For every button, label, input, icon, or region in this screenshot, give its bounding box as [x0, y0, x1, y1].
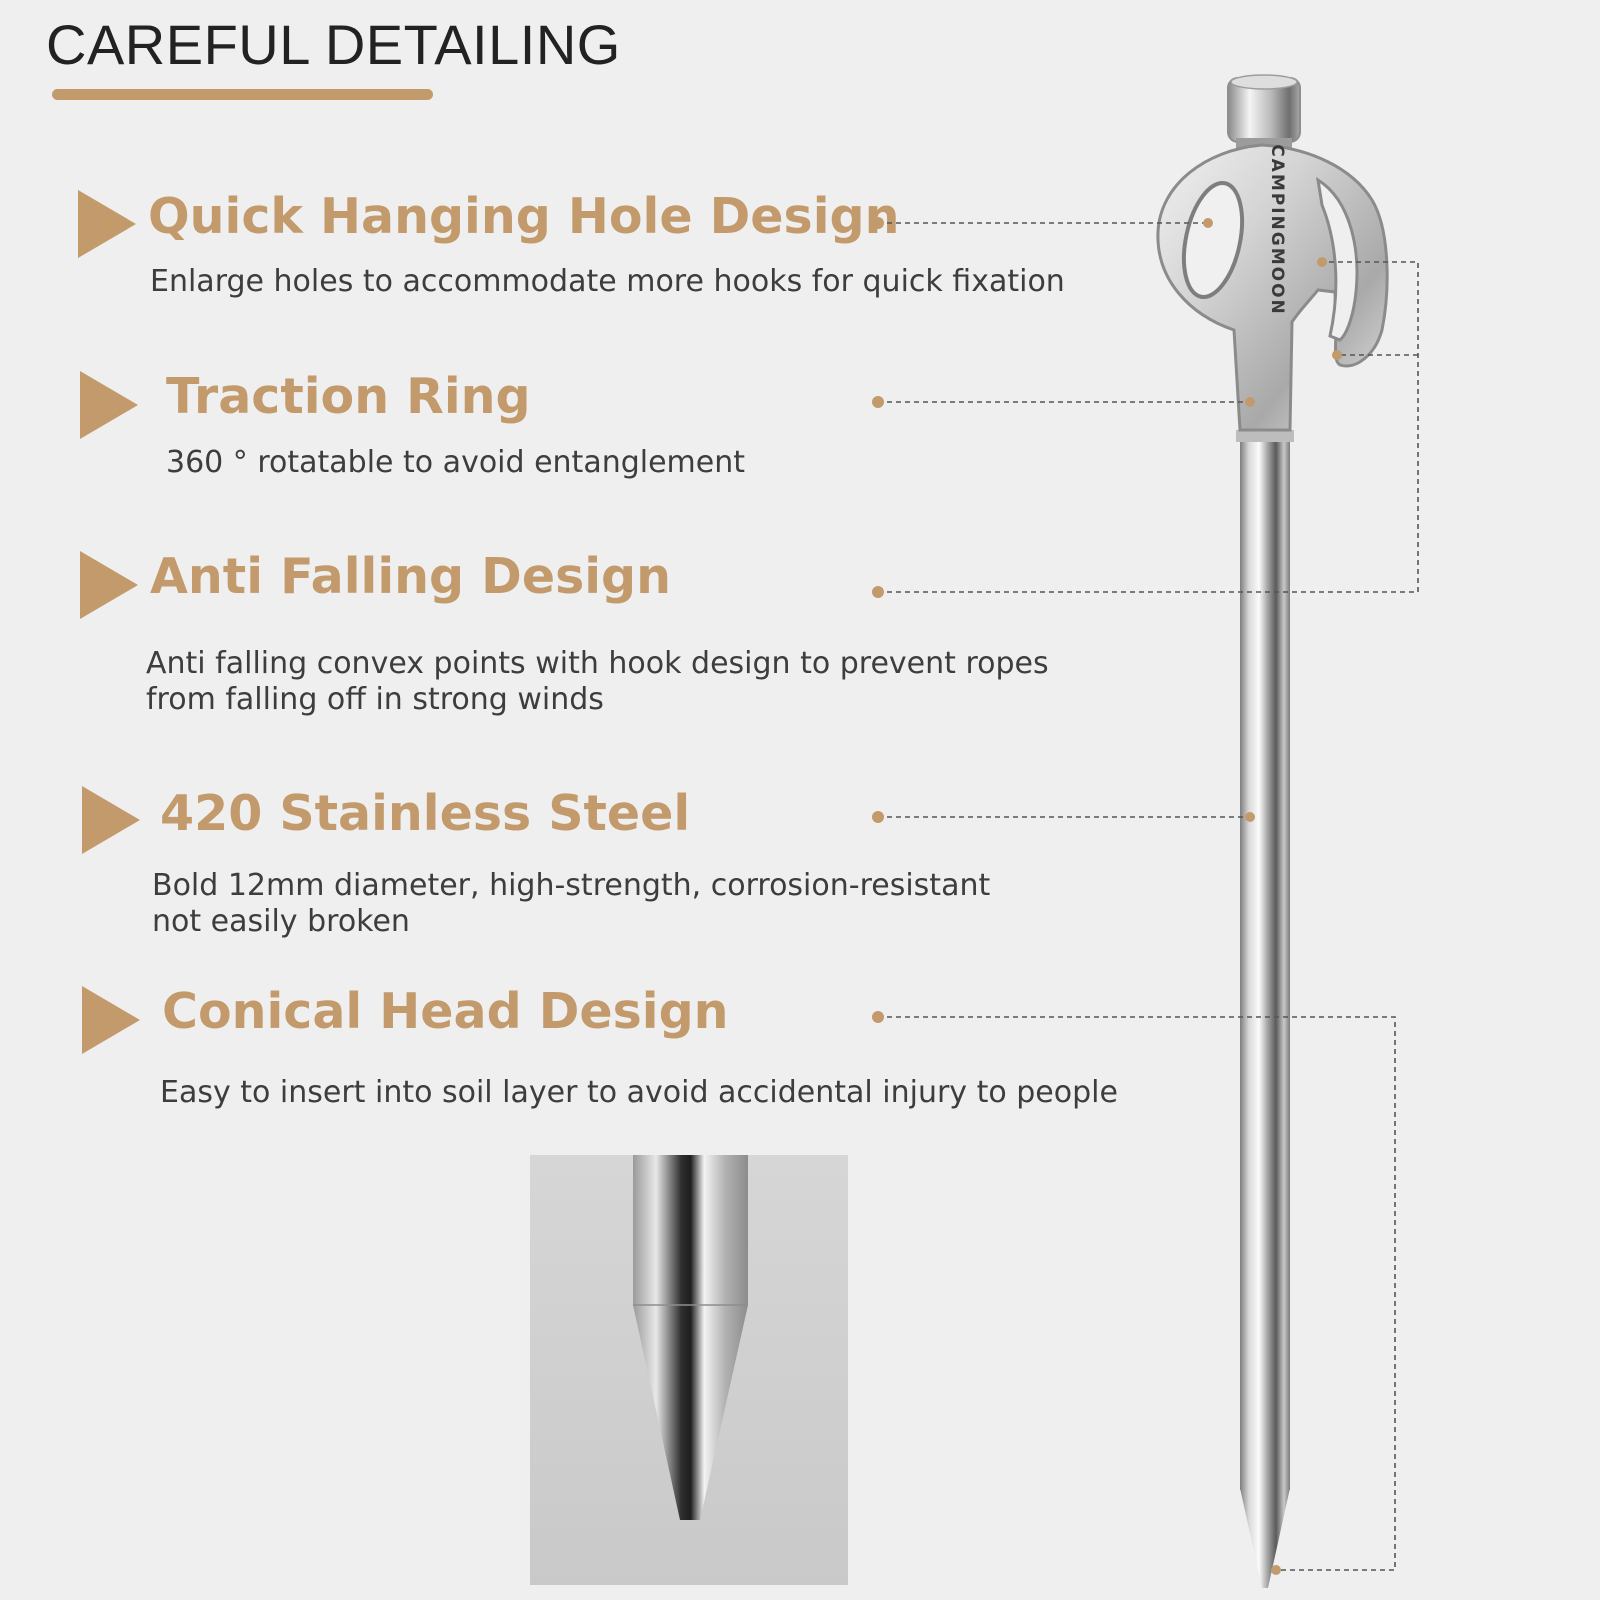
feature-desc-stainless-steel: Bold 12mm diameter, high-strength, corro…: [152, 868, 990, 940]
title-underline: [52, 89, 433, 100]
feature-desc-line: Enlarge holes to accommodate more hooks …: [150, 264, 1065, 299]
leader-dot: [872, 586, 884, 598]
feature-arrow-icon: [82, 786, 140, 854]
stake-head: CAMPINGMOON: [1156, 143, 1389, 432]
feature-title-stainless-steel: 420 Stainless Steel: [160, 785, 691, 842]
feature-arrow-icon: [80, 551, 138, 619]
tip-closeup-panel: [530, 1155, 848, 1585]
feature-desc-anti-falling: Anti falling convex points with hook des…: [146, 646, 1049, 718]
stake-cap: [1227, 74, 1301, 154]
leader-dot: [1317, 257, 1327, 267]
feature-desc-traction-ring: 360 ° rotatable to avoid entanglement: [166, 445, 745, 481]
leader-dot: [872, 1011, 884, 1023]
feature-arrow-icon: [80, 371, 138, 439]
feature-desc-line: Easy to insert into soil layer to avoid …: [160, 1075, 1118, 1110]
leader-line-conical-head: [878, 1016, 1396, 1571]
leader-dot: [872, 396, 884, 408]
stake-rod: [1236, 430, 1294, 1588]
leader-dot: [1271, 1565, 1281, 1575]
leader-line-anti-falling: [878, 261, 1419, 593]
feature-title-conical-head: Conical Head Design: [162, 983, 729, 1040]
leader-dots: [872, 217, 1342, 1575]
feature-desc-line: Anti falling convex points with hook des…: [146, 646, 1049, 681]
leader-dot: [1245, 812, 1255, 822]
feature-desc-line: from falling off in strong winds: [146, 682, 604, 717]
leader-dot: [1332, 350, 1342, 360]
feature-desc-line: 360 ° rotatable to avoid entanglement: [166, 445, 746, 480]
feature-desc-conical-head: Easy to insert into soil layer to avoid …: [160, 1075, 1118, 1111]
feature-title-quick-hanging-hole: Quick Hanging Hole Design: [148, 188, 900, 245]
feature-arrow-icon: [82, 986, 140, 1054]
leader-dot: [1203, 218, 1213, 228]
feature-title-anti-falling: Anti Falling Design: [150, 548, 671, 605]
feature-desc-line: not easily broken: [152, 904, 410, 939]
feature-desc-quick-hanging-hole: Enlarge holes to accommodate more hooks …: [150, 264, 1065, 300]
leader-lines: [878, 222, 1419, 1571]
page-title: CAREFUL DETAILING: [46, 13, 621, 76]
leader-dot: [1245, 397, 1255, 407]
leader-dot: [872, 217, 884, 229]
feature-arrow-icon: [78, 190, 136, 258]
leader-dot: [872, 811, 884, 823]
feature-desc-line: Bold 12mm diameter, high-strength, corro…: [152, 868, 991, 903]
brand-engraving: CAMPINGMOON: [1267, 144, 1287, 316]
feature-title-traction-ring: Traction Ring: [166, 368, 531, 425]
